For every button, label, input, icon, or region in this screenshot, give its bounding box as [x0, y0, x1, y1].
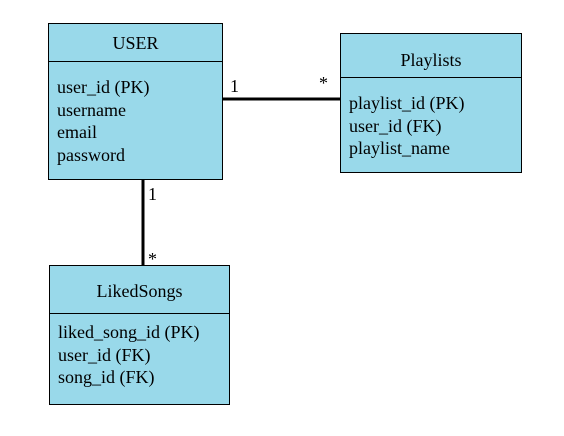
playlists-attribute-list: playlist_id (PK) user_id (FK) playlist_n… — [349, 92, 465, 160]
attribute: song_id (FK) — [58, 367, 155, 387]
playlists-entity-title: Playlists — [400, 50, 462, 70]
likedsongs-attribute-list: liked_song_id (PK) user_id (FK) song_id … — [58, 321, 200, 389]
user-entity-title: USER — [112, 33, 159, 53]
attribute: user_id (FK) — [58, 344, 151, 365]
attribute: user_id (FK) — [349, 115, 442, 136]
user-entity: USER user_id (PK) username email passwor… — [48, 23, 223, 180]
multiplicity-label-playlists-side: * — [319, 73, 328, 93]
playlists-entity: Playlists playlist_id (PK) user_id (FK) … — [340, 33, 522, 173]
likedsongs-entity-divider — [50, 313, 229, 314]
attribute: user_id (PK) — [57, 77, 150, 97]
multiplicity-label-likedsongs-side: * — [148, 249, 157, 269]
playlists-entity-divider — [341, 77, 521, 78]
attribute: playlist_name — [349, 138, 450, 158]
likedsongs-entity: LikedSongs liked_song_id (PK) user_id (F… — [49, 265, 230, 405]
attribute: email — [57, 122, 97, 142]
user-attribute-list: user_id (PK) username email password — [57, 76, 150, 166]
user-entity-divider — [49, 61, 222, 62]
multiplicity-label-user-side: 1 — [230, 76, 239, 96]
attribute: playlist_id (PK) — [349, 93, 465, 113]
likedsongs-entity-title: LikedSongs — [96, 281, 183, 301]
multiplicity-label-user-side: 1 — [148, 184, 157, 204]
attribute: liked_song_id (PK) — [58, 322, 200, 342]
attribute: password — [57, 144, 125, 165]
attribute: username — [57, 99, 126, 120]
